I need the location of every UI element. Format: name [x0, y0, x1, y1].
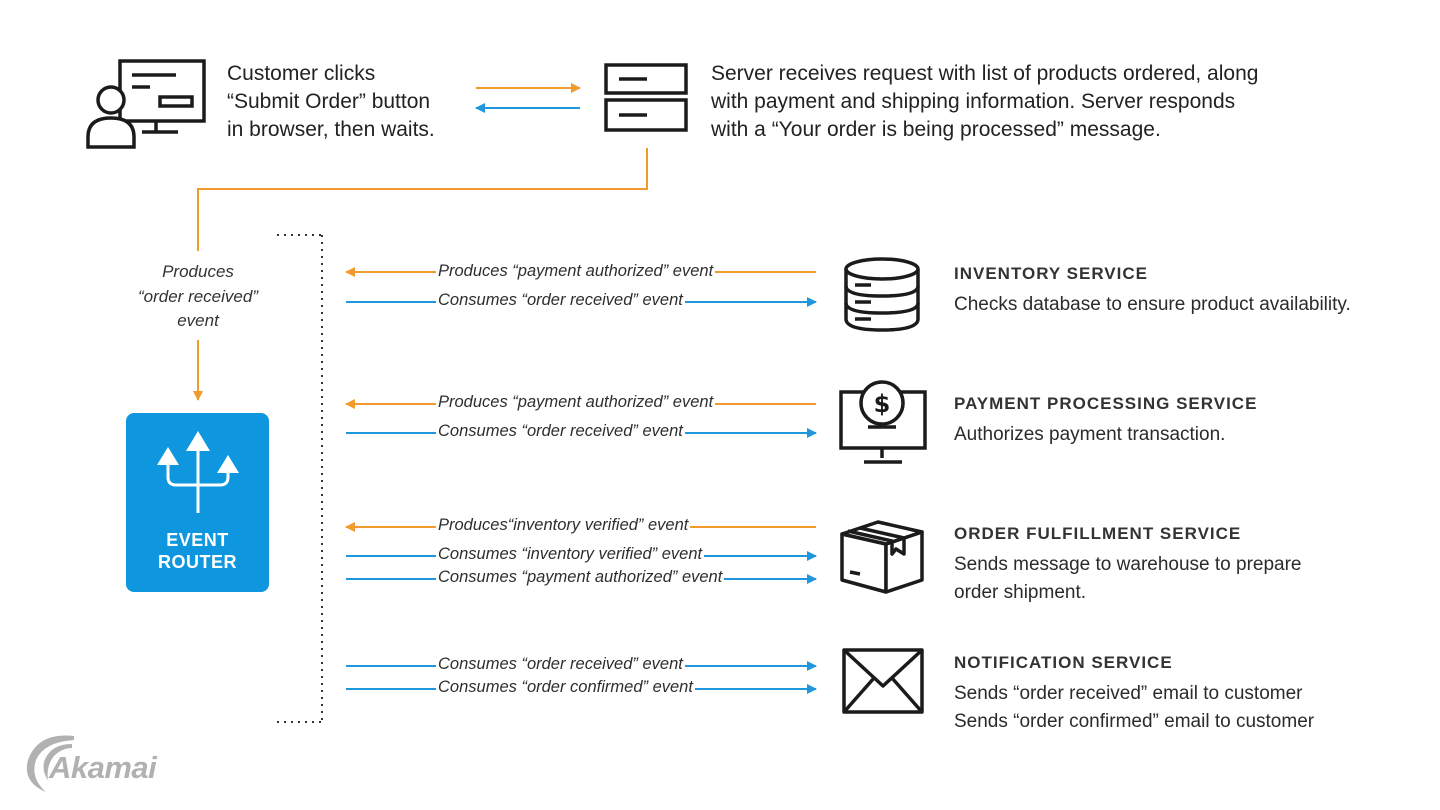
package-box-icon — [840, 520, 924, 594]
akamai-logo-text: Akamai — [49, 750, 157, 785]
event-label: Consumes “order received” event — [436, 655, 685, 674]
database-icon — [844, 257, 920, 332]
event-label: Produces“inventory verified” event — [436, 516, 691, 535]
fulfillment-service-description: Sends message to warehouse to prepare or… — [954, 554, 1302, 603]
produces-order-received-label: Produces “order received” event — [138, 262, 258, 330]
event-label: Consumes “order confirmed” event — [436, 678, 695, 697]
payment-service-description: Authorizes payment transaction. — [954, 424, 1226, 445]
server-icon — [604, 63, 688, 132]
akamai-swoosh-icon — [26, 735, 74, 792]
fulfillment-service-title: ORDER FULFILLMENT SERVICE — [954, 524, 1242, 543]
event-router-label: EVENT ROUTER — [158, 530, 237, 572]
server-description: Server receives request with list of pro… — [711, 62, 1259, 141]
event-label: Consumes “order received” event — [436, 291, 685, 310]
event-label: Consumes “payment authorized” event — [436, 568, 725, 587]
server-to-router-line — [197, 148, 648, 251]
event-label: Consumes “order received” event — [436, 422, 685, 441]
notification-service-title: NOTIFICATION SERVICE — [954, 653, 1173, 672]
svg-text:$: $ — [874, 390, 891, 418]
event-label: Produces “payment authorized” event — [436, 262, 716, 281]
akamai-logo: Akamai — [22, 730, 172, 796]
event-router-box: EVENT ROUTER — [126, 413, 269, 592]
customer-description: Customer clicks “Submit Order” button in… — [227, 62, 435, 141]
router-arrows-icon — [157, 431, 239, 513]
inventory-service-description: Checks database to ensure product availa… — [954, 294, 1351, 315]
event-label: Consumes “inventory verified” event — [436, 545, 705, 564]
payment-monitor-icon: $ — [839, 380, 927, 464]
envelope-icon — [842, 648, 924, 714]
event-bus-dotted — [277, 234, 323, 723]
notification-service-description: Sends “order received” email to customer… — [954, 683, 1315, 732]
customer-computer-icon — [86, 59, 206, 149]
event-label: Produces “payment authorized” event — [436, 393, 716, 412]
inventory-service-title: INVENTORY SERVICE — [954, 264, 1148, 283]
payment-service-title: PAYMENT PROCESSING SERVICE — [954, 394, 1258, 413]
